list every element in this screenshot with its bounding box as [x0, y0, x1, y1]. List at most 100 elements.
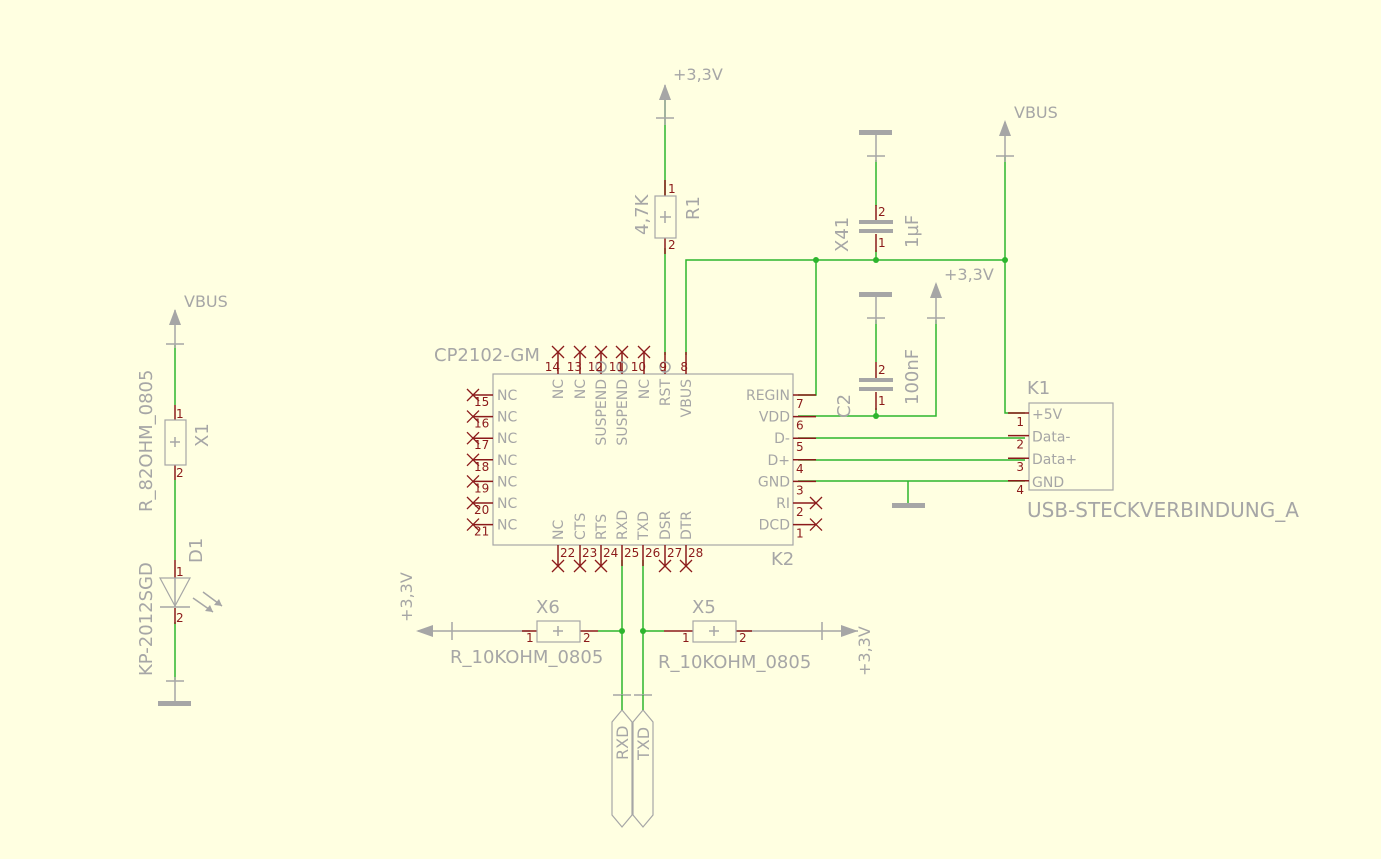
- net-txd[interactable]: [642, 560, 664, 695]
- capacitor-c2[interactable]: 2 1 C2 100nF: [834, 349, 923, 418]
- resistor-x1[interactable]: 1 2 X1 R_82OHM_0805: [136, 370, 213, 512]
- resistor-x6[interactable]: 1 2 X6 R_10KOHM_0805: [450, 597, 603, 668]
- resistor-x5[interactable]: 1 2 X5 R_10KOHM_0805: [658, 597, 811, 673]
- supply-label: +3,3V: [397, 572, 416, 622]
- pin-name: +5V: [1032, 407, 1063, 423]
- ic-pin-right[interactable]: 4D+: [767, 453, 816, 476]
- no-connect-mark: [615, 345, 629, 359]
- pin-number: 14: [545, 360, 560, 374]
- pin-number: 1: [526, 631, 534, 645]
- ground-symbol-led[interactable]: [158, 677, 191, 706]
- ic-pin-bottom[interactable]: 26 TXD: [636, 511, 660, 566]
- pin-number: 5: [796, 440, 804, 454]
- supply-v33-c2[interactable]: +3,3V: [927, 265, 994, 324]
- no-connect-mark: [551, 559, 565, 573]
- pin-number: 3: [796, 483, 804, 497]
- component-value: 1µF: [902, 215, 923, 248]
- net-regin[interactable]: [798, 260, 817, 396]
- pin-name: NC: [497, 431, 517, 447]
- pin-name: RST: [658, 379, 674, 407]
- pin-number: 2: [583, 631, 591, 645]
- pin-name: DCD: [759, 518, 790, 534]
- supply-v33-x5[interactable]: +3,3V: [736, 622, 874, 676]
- junction-dot: [619, 628, 625, 634]
- pin-number: 2: [878, 363, 886, 377]
- supply-label: VBUS: [184, 292, 228, 311]
- pin-number: 13: [567, 360, 582, 374]
- pin-name: DTR: [679, 511, 695, 540]
- no-connect-mark: [466, 518, 480, 532]
- component-value: R_10KOHM_0805: [450, 647, 603, 668]
- pin-name: NC: [573, 379, 589, 399]
- pin-name: NC: [551, 379, 567, 399]
- no-connect-mark: [658, 559, 672, 573]
- ref-designator: C2: [834, 394, 855, 418]
- ic-pin-right[interactable]: 5D-: [774, 431, 816, 454]
- resistor-r1[interactable]: 1 2 R1 4,7K: [632, 180, 704, 254]
- junction-dot: [873, 257, 879, 263]
- ref-designator: X6: [536, 597, 560, 618]
- port-txd[interactable]: TXD: [632, 694, 654, 828]
- pin-number: 6: [796, 419, 804, 433]
- supply-v33-x6[interactable]: +3,3V: [397, 572, 530, 640]
- component-value: R_82OHM_0805: [136, 370, 157, 512]
- pin-number: 10: [631, 360, 646, 374]
- no-connect-mark: [573, 345, 587, 359]
- pin-number: 26: [645, 546, 660, 560]
- no-connect-mark: [551, 345, 565, 359]
- ic-pin-right[interactable]: 1 DCD: [759, 518, 823, 541]
- pin-number: 2: [878, 205, 886, 219]
- pin-number: 1: [1016, 415, 1024, 429]
- net-gnd[interactable]: [798, 480, 1025, 505]
- pin-name: SUSPEND: [594, 379, 610, 446]
- supply-vbus-right[interactable]: VBUS: [996, 103, 1058, 162]
- pin-number: 12: [588, 360, 603, 374]
- no-connect-mark: [809, 518, 823, 532]
- capacitor-x41[interactable]: 2 1 X41 1µF: [832, 205, 923, 252]
- ground-symbol-usb[interactable]: [892, 503, 925, 508]
- ic-name: CP2102-GM: [434, 345, 540, 366]
- ic-ref: K2: [771, 549, 794, 570]
- ground-symbol-x41[interactable]: [859, 130, 892, 162]
- pin-name: TXD: [636, 511, 652, 541]
- led-d1[interactable]: 1 2 D1 KP-2012SGD: [136, 538, 223, 676]
- pin-number: 1: [878, 394, 886, 408]
- usb-pin[interactable]: 1 +5V: [1008, 407, 1063, 429]
- supply-v33-top[interactable]: +3,3V: [656, 65, 723, 125]
- pin-number: 1: [796, 527, 804, 541]
- ic-pin-right[interactable]: 2RI: [776, 496, 823, 519]
- supply-vbus-left[interactable]: VBUS: [166, 292, 228, 348]
- ground-symbol-c2[interactable]: [859, 292, 892, 324]
- port-rxd[interactable]: RXD: [611, 694, 633, 828]
- net-rxd[interactable]: [598, 560, 623, 695]
